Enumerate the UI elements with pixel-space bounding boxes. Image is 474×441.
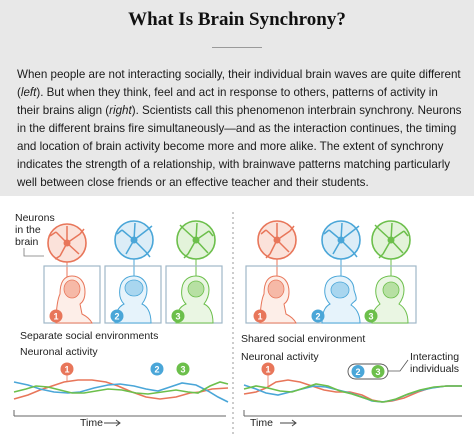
badge-3-right-text: 3 xyxy=(368,312,373,322)
activity-line-3-left xyxy=(13,381,229,395)
intro-left-word: left xyxy=(20,86,37,99)
head-1-right-icon xyxy=(259,275,297,324)
interacting-label-line-2: individuals xyxy=(410,363,460,375)
badge-1-right-text: 1 xyxy=(257,312,262,322)
badge-3-right xyxy=(364,309,378,323)
badge-1-right xyxy=(253,309,267,323)
intro-text: When people are not interacting socially… xyxy=(17,66,462,192)
right-activity-label: Neuronal activity xyxy=(241,351,319,363)
left-activity-label: Neuronal activity xyxy=(20,346,98,358)
activity-badge-1-right xyxy=(261,362,275,376)
activity-badge-1-right-text: 1 xyxy=(265,365,270,375)
time-arrow-left-icon xyxy=(104,419,121,427)
head-2-left-icon xyxy=(114,275,152,324)
interacting-label: Interacting individuals xyxy=(410,351,459,375)
neuron-2-right-icon xyxy=(321,220,361,260)
diagram-graphics: 1 2 3 1 2 3 xyxy=(13,212,462,436)
neuron-3-right-icon xyxy=(371,220,411,260)
neurons-label-line-1: Neurons xyxy=(15,212,55,224)
intro-panel: What Is Brain Synchrony? When people are… xyxy=(0,0,474,196)
activity-badge-2-left xyxy=(150,362,164,376)
intro-right-word: right xyxy=(109,104,132,117)
neurons-label-line-2: in the xyxy=(15,224,41,236)
activity-badge-3-left xyxy=(176,362,190,376)
synchrony-diagram: 1 2 3 1 2 3 xyxy=(0,196,474,441)
neurons-label: Neurons in the brain xyxy=(15,212,55,248)
head-3-right-icon xyxy=(371,275,409,324)
badge-2-left xyxy=(110,309,124,323)
badge-3-left xyxy=(171,309,185,323)
neuron-label-pointer xyxy=(23,248,44,257)
badge-1-left-text: 1 xyxy=(53,312,58,322)
activity-badge-3-left-text: 3 xyxy=(180,365,185,375)
left-caption: Separate social environments xyxy=(20,330,159,342)
intro-part-2: ). But when they think, feel and act in … xyxy=(17,86,438,117)
activity-badge-2-right xyxy=(351,365,365,378)
right-caption: Shared social environment xyxy=(241,333,366,345)
activity-badge-1-left xyxy=(60,362,74,376)
activity-line-3-right xyxy=(243,383,462,403)
badge-2-right xyxy=(311,309,325,323)
activity-badge-3-right-text: 3 xyxy=(375,367,380,377)
interacting-pointer xyxy=(388,359,409,372)
interacting-label-line-1: Interacting xyxy=(410,351,460,363)
title-divider xyxy=(212,47,262,48)
badge-3-left-text: 3 xyxy=(175,312,180,322)
head-3-left-icon xyxy=(175,275,214,324)
intro-part-3: ). Scientists call this phenomenon inter… xyxy=(17,104,462,189)
page-title: What Is Brain Synchrony? xyxy=(128,9,346,30)
activity-badge-3-right xyxy=(371,365,385,378)
activity-badge-2-right-text: 2 xyxy=(355,367,360,377)
head-1-left-icon xyxy=(55,275,93,324)
left-time-label: Time xyxy=(80,417,103,429)
neuron-2-left-icon xyxy=(114,220,154,260)
neuron-1-left-icon xyxy=(47,223,87,263)
activity-badge-1-left-text: 1 xyxy=(64,365,69,375)
activity-line-1-right xyxy=(243,379,462,403)
badge-2-right-text: 2 xyxy=(315,312,320,322)
time-arrow-right-icon xyxy=(280,419,297,427)
neurons-label-line-3: brain xyxy=(15,236,39,248)
badge-2-left-text: 2 xyxy=(114,312,119,322)
intro-part-1: When people are not interacting socially… xyxy=(17,68,461,99)
neuron-3-left-icon xyxy=(176,220,216,260)
neuron-1-right-icon xyxy=(257,220,297,260)
right-time-label: Time xyxy=(250,417,273,429)
activity-line-2-left xyxy=(13,381,229,403)
badge-1-left xyxy=(49,309,63,323)
activity-badge-2-left-text: 2 xyxy=(154,365,159,375)
head-2-right-icon xyxy=(321,275,361,324)
